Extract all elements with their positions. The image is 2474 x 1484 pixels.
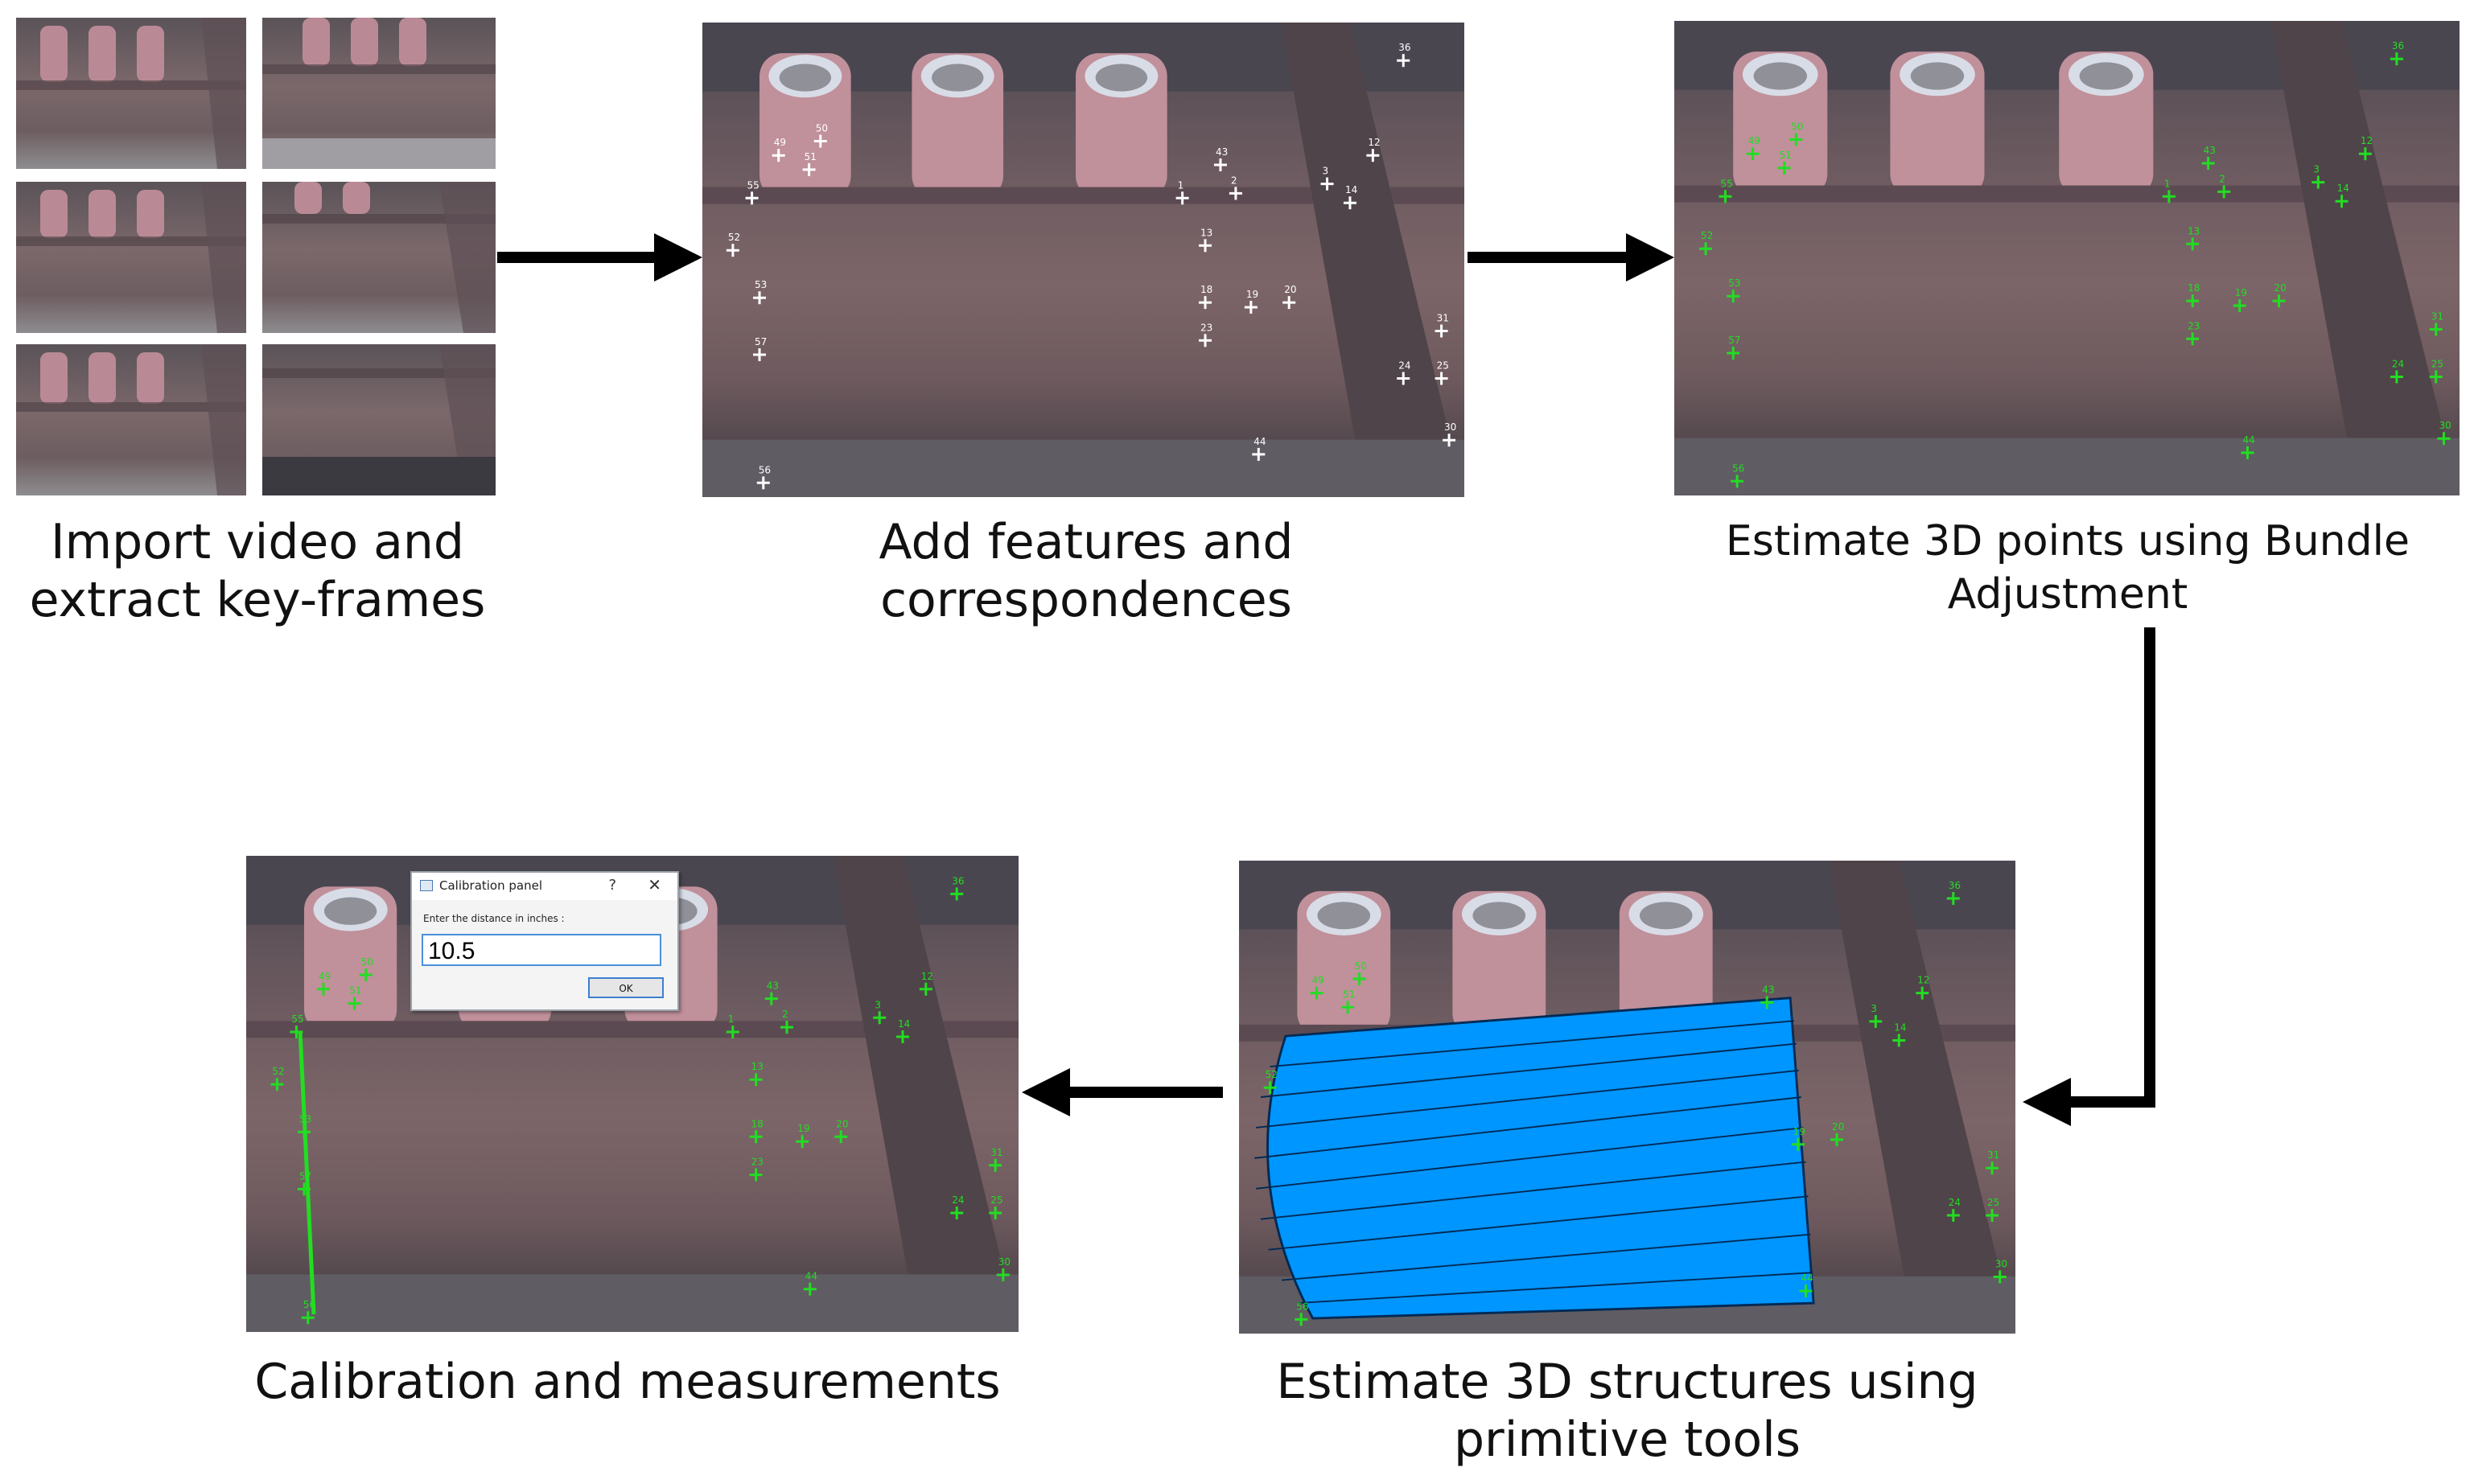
scene-image [702, 23, 1464, 497]
app-icon [420, 880, 433, 891]
keyframe-thumbnail [262, 344, 496, 495]
flow-arrow [1468, 233, 1674, 282]
keyframe-thumbnail [16, 182, 246, 333]
caption-line: primitive tools [1453, 1412, 1801, 1468]
caption-line: Adjustment [1947, 570, 2188, 619]
dialog-title: Calibration panel [439, 878, 542, 893]
flow-arrow [1022, 1068, 1223, 1116]
ok-button[interactable]: OK [588, 977, 664, 998]
distance-input[interactable]: 10.5 [422, 934, 661, 966]
dialog-titlebar: Calibration panel ? ✕ [412, 873, 677, 900]
flow-arrow [2023, 627, 2155, 1126]
caption-bundle: Estimate 3D points using Bundle Adjustme… [1673, 515, 2462, 621]
features-panel [702, 23, 1464, 497]
caption-line: extract key-frames [29, 572, 486, 628]
caption-line: Estimate 3D structures using [1276, 1354, 1978, 1410]
caption-line: Add features and [879, 514, 1294, 570]
help-icon[interactable]: ? [608, 877, 616, 894]
bundle-panel [1674, 21, 2460, 495]
scene-image [1674, 21, 2460, 495]
structures-panel [1239, 861, 2015, 1334]
caption-calibration: Calibration and measurements [225, 1353, 1030, 1411]
close-icon[interactable]: ✕ [648, 875, 661, 894]
scene-image [1239, 861, 2015, 1334]
fitted-cylinder [1254, 997, 1815, 1320]
caption-line: Import video and [50, 514, 465, 570]
caption-structures: Estimate 3D structures using primitive t… [1239, 1353, 2015, 1469]
caption-features: Add features and correspondences [829, 513, 1344, 629]
keyframe-thumbnail [16, 344, 246, 495]
caption-line: Calibration and measurements [254, 1354, 1001, 1410]
keyframe-thumbnail [262, 182, 496, 333]
keyframe-thumbnail [262, 18, 496, 169]
distance-prompt: Enter the distance in inches : [423, 913, 565, 924]
caption-line: correspondences [880, 572, 1292, 628]
calibration-dialog: Calibration panel ? ✕ Enter the distance… [410, 871, 679, 1011]
caption-line: Estimate 3D points using Bundle [1725, 517, 2410, 565]
keyframe-thumbnail [16, 18, 246, 169]
flow-arrow [497, 233, 702, 282]
caption-import: Import video and extract key-frames [0, 513, 515, 629]
